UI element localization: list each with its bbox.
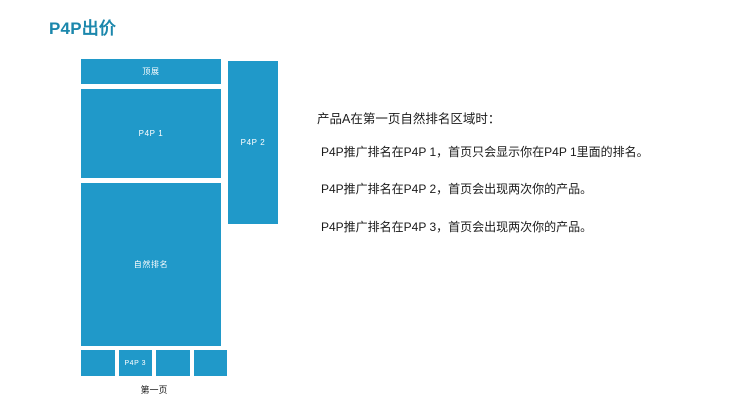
description-heading: 产品A在第一页自然排名区域时：: [317, 112, 501, 126]
block-p4p-1: P4P 1: [81, 89, 221, 178]
description-line-p4p-3: P4P推广排名在P4P 3，首页会出现两次你的产品。: [321, 219, 593, 234]
thumbnail-item: [81, 350, 115, 376]
page-caption: 第一页: [140, 385, 168, 395]
thumbnail-item: [156, 350, 190, 376]
block-p4p-2: P4P 2: [228, 61, 278, 224]
thumbnail-item: [193, 350, 227, 376]
description-line-p4p-1: P4P推广排名在P4P 1，首页只会显示你在P4P 1里面的排名。: [321, 145, 649, 159]
block-natural-ranking: 自然排名: [81, 183, 221, 346]
block-top-banner: 顶展: [81, 59, 221, 84]
block-top-banner-label: 顶展: [142, 67, 160, 76]
thumbnail-item-p4p-3: P4P 3: [118, 350, 152, 376]
description-panel: 产品A在第一页自然排名区域时： P4P推广排名在P4P 1，首页只会显示你在P4…: [316, 112, 736, 234]
page-title: P4P出价: [49, 19, 117, 38]
thumbnail-label-p4p-3: P4P 3: [124, 359, 146, 367]
description-line-p4p-2: P4P推广排名在P4P 2，首页会出现两次你的产品。: [321, 182, 593, 197]
serp-layout-diagram: 顶展 P4P 1 自然排名 P4P 2 P4P 3 第一页: [0, 0, 300, 418]
block-p4p-1-label: P4P 1: [138, 129, 164, 138]
block-natural-ranking-label: 自然排名: [133, 260, 169, 269]
block-p4p-2-label: P4P 2: [240, 138, 266, 147]
thumbnail-row: P4P 3: [81, 350, 227, 376]
